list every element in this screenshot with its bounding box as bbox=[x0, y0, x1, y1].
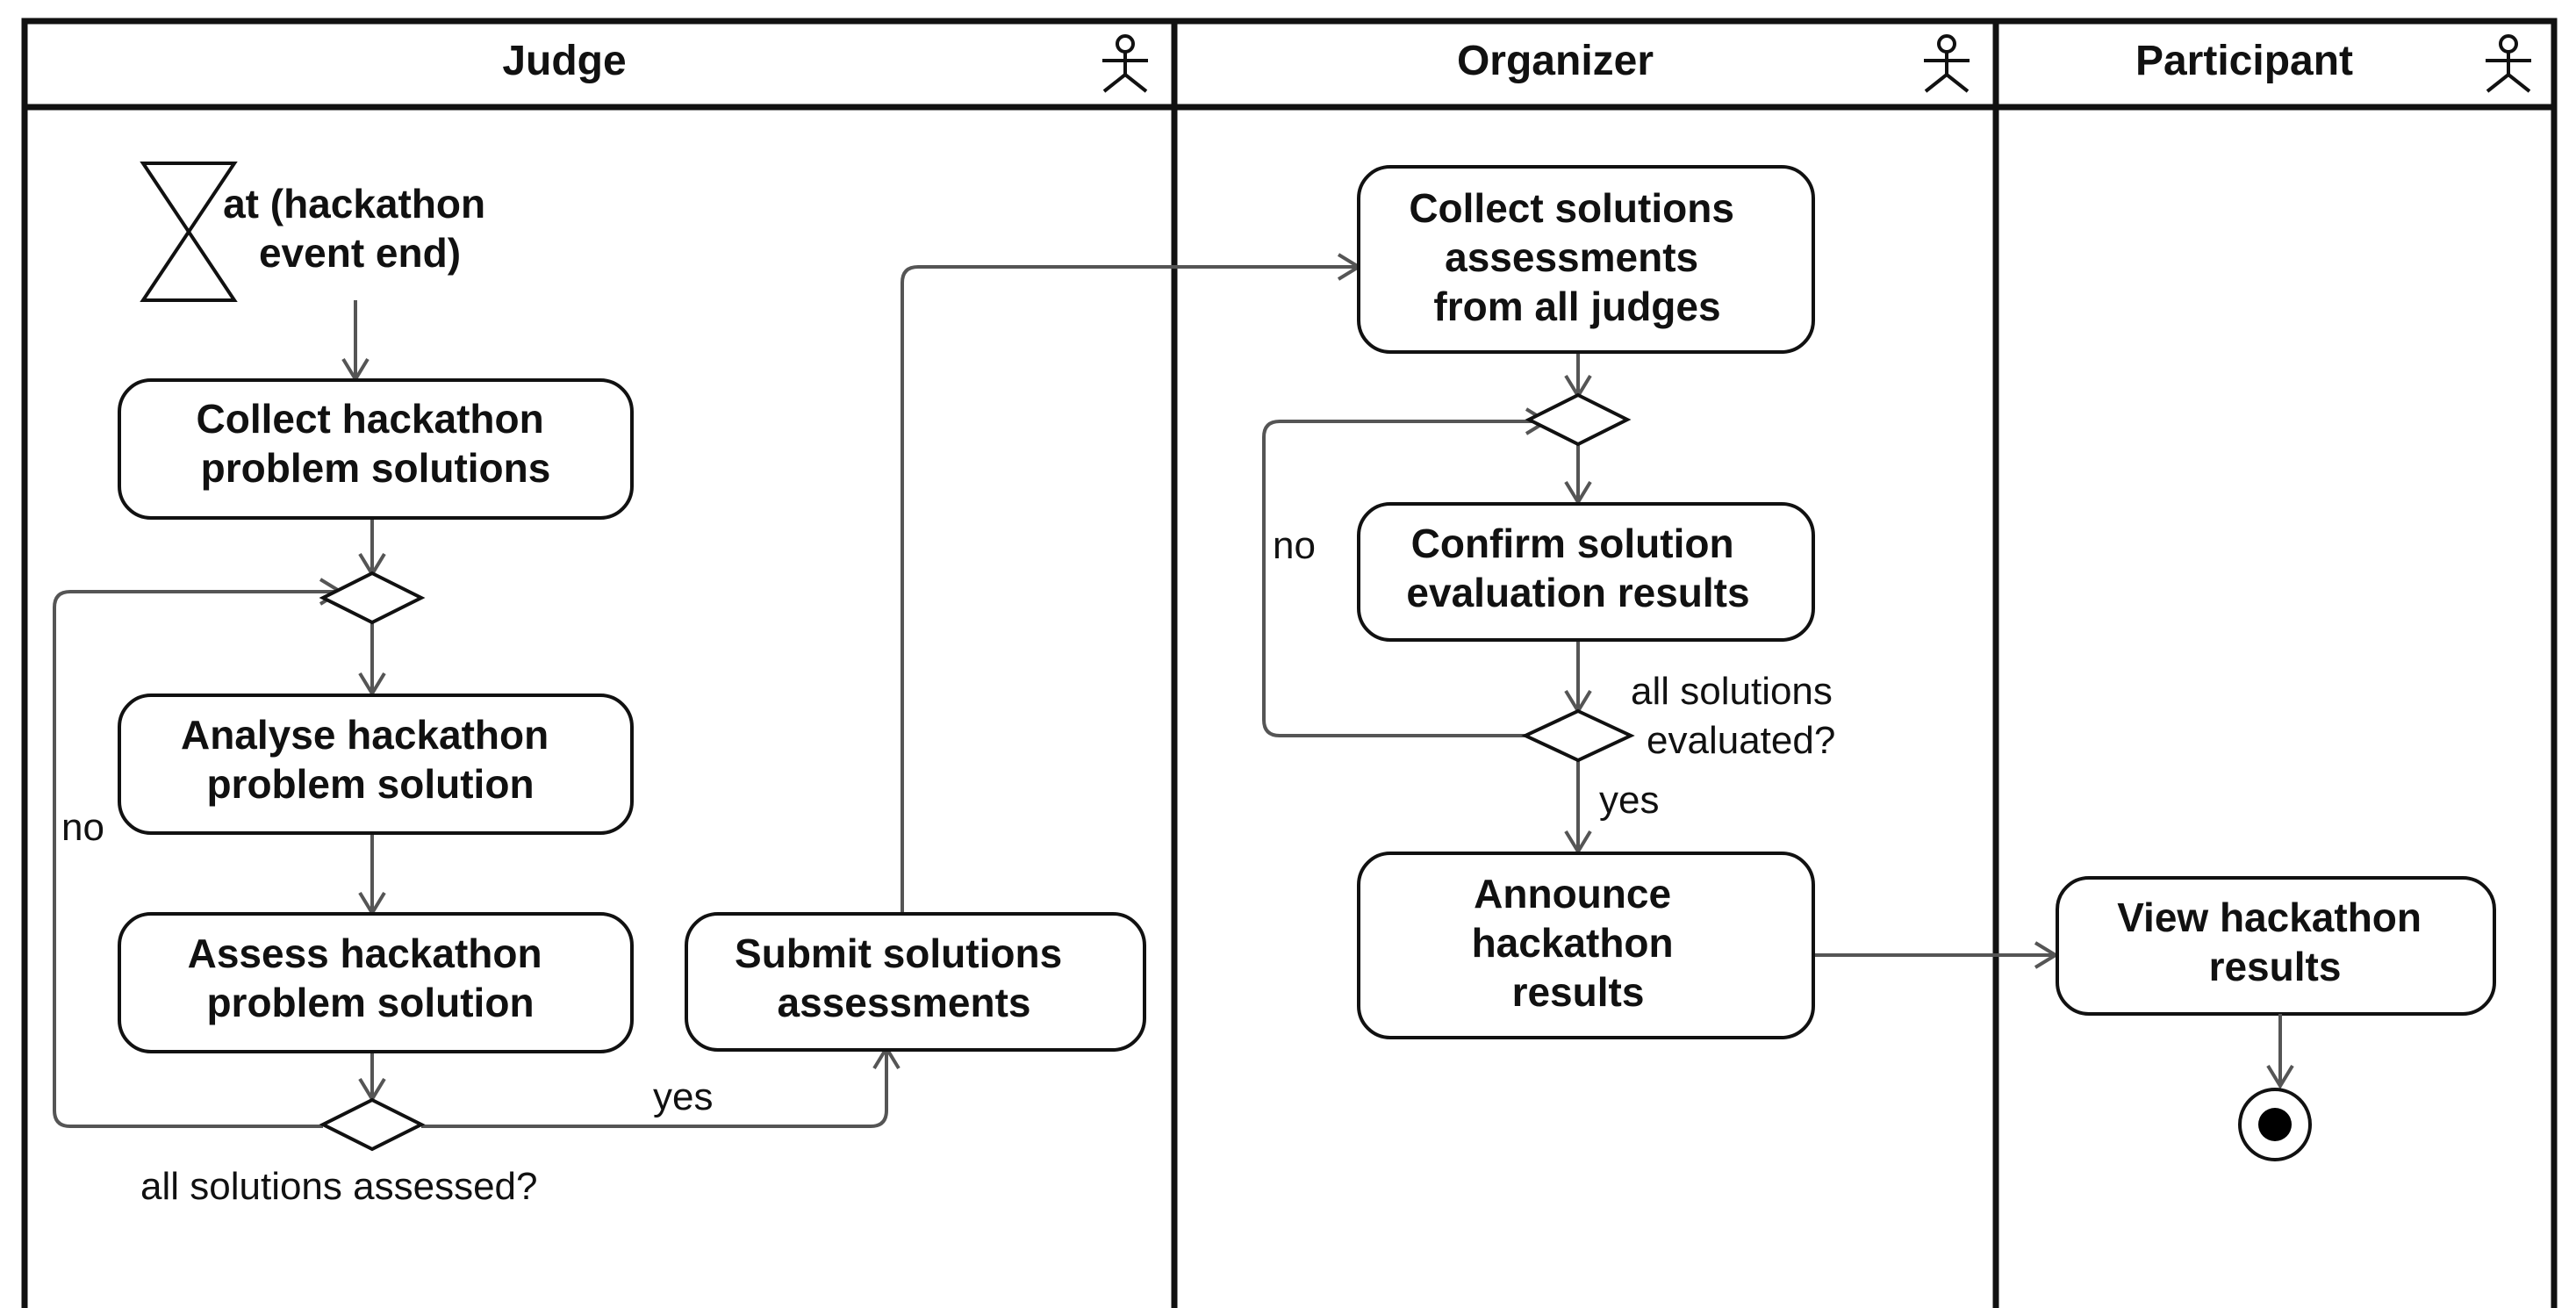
flow-organizer-no-loop bbox=[1262, 420, 1546, 737]
svg-text:Submit solutions assessmen: Submit solutions assessments bbox=[735, 931, 1073, 1025]
guard-organizer-decision: all solutions evaluated? bbox=[1631, 670, 1843, 762]
flow-submit-to-collect-assessments bbox=[901, 265, 1359, 913]
svg-text:View hackathon results: View hackathon results bbox=[2117, 895, 2433, 989]
actor-organizer-icon bbox=[1924, 34, 1970, 93]
action-view-results bbox=[2056, 876, 2496, 1016]
final-node-icon bbox=[2238, 1088, 2312, 1161]
decision-node-organizer bbox=[1521, 708, 1635, 763]
svg-text:Confirm solution evaluatio: Confirm solution evaluation results bbox=[1406, 521, 1749, 615]
decision-node-judge bbox=[319, 1097, 426, 1152]
action-collect-assessments bbox=[1357, 165, 1815, 354]
flow-judge-yes-to-submit bbox=[421, 1048, 888, 1128]
svg-text:Collect hackathon problem: Collect hackathon problem solutions bbox=[197, 396, 556, 491]
merge-node-organizer bbox=[1525, 392, 1632, 447]
flow-judge-no-loop bbox=[53, 590, 341, 1128]
action-assess-solution bbox=[118, 912, 634, 1053]
svg-text:Announce hackathon res: Announce hackathon results bbox=[1472, 871, 1685, 1015]
action-collect-solutions bbox=[118, 378, 634, 520]
guard-organizer-no: no bbox=[1273, 524, 1316, 567]
lane-title-organizer: Organizer bbox=[1457, 38, 1654, 84]
actor-participant-icon bbox=[2486, 34, 2531, 93]
swimlane-frame bbox=[21, 18, 2558, 1308]
lane-title-judge: Judge bbox=[502, 38, 626, 84]
action-announce-results bbox=[1357, 852, 1815, 1039]
time-event-label: at (hackathon event end) bbox=[223, 181, 497, 276]
merge-node-judge bbox=[319, 571, 426, 625]
guard-judge-yes: yes bbox=[653, 1075, 713, 1118]
guard-judge-decision: all solutions assessed? bbox=[140, 1165, 537, 1208]
guard-organizer-yes: yes bbox=[1599, 779, 1659, 822]
guard-judge-no: no bbox=[61, 806, 104, 849]
lane-title-participant: Participant bbox=[2135, 38, 2353, 84]
svg-text:Analyse hackathon problem: Analyse hackathon problem solution bbox=[181, 712, 560, 807]
action-submit-assessments bbox=[685, 912, 1146, 1052]
actor-judge-icon bbox=[1102, 34, 1148, 93]
action-confirm-results bbox=[1357, 502, 1815, 642]
time-event-hourglass-icon bbox=[140, 162, 238, 302]
svg-text:Collect solutions assessme: Collect solutions assessments from all j… bbox=[1409, 185, 1745, 329]
action-analyse-solution bbox=[118, 694, 634, 835]
svg-text:Assess hackathon problem s: Assess hackathon problem solution bbox=[188, 931, 554, 1025]
